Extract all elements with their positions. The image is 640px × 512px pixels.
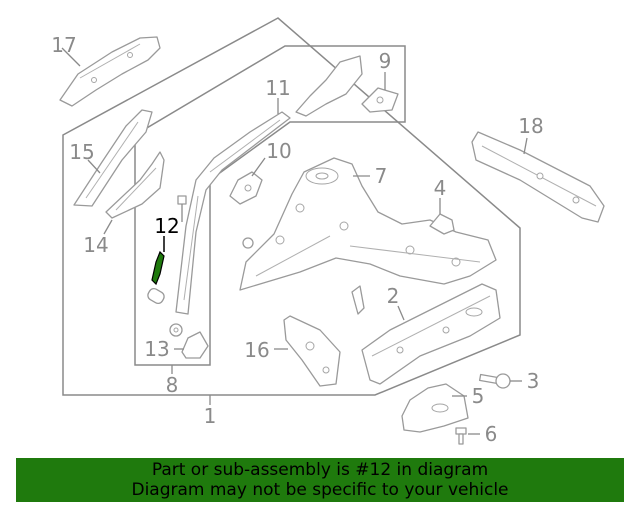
- callout-4: 4: [434, 176, 447, 200]
- assembly-1-boundary: [62, 17, 521, 396]
- callout-18-leader: [523, 137, 528, 155]
- callout-2-leader: [397, 305, 405, 321]
- callout-9: 9: [379, 49, 392, 73]
- callout-3: 3: [527, 369, 540, 393]
- part-3-bolt[interactable]: [478, 373, 511, 389]
- callout-5: 5: [472, 384, 485, 408]
- callout-14: 14: [83, 233, 108, 257]
- callout-10-leader: [251, 157, 266, 177]
- part-14-pillar-bracket[interactable]: [105, 151, 165, 219]
- callout-18: 18: [518, 114, 543, 138]
- callout-8: 8: [166, 373, 179, 397]
- info-banner: Part or sub-assembly is #12 in diagram D…: [16, 458, 624, 502]
- parts-diagram: 1 2 3 4 5 6 7 8 9 10 11 12 13 14 15 16 1…: [51, 17, 605, 446]
- part-bolt-small[interactable]: [177, 195, 187, 222]
- callout-10: 10: [266, 139, 291, 163]
- part-15-pillar-reinforcement[interactable]: [73, 109, 153, 207]
- part-11-apron-member[interactable]: [175, 111, 291, 315]
- callout-7: 7: [375, 164, 388, 188]
- callout-1: 1: [204, 404, 217, 428]
- part-16-bracket[interactable]: [283, 315, 341, 387]
- part-6-bolt[interactable]: [455, 427, 467, 445]
- callout-13: 13: [144, 337, 169, 361]
- part-plug-2[interactable]: [242, 237, 254, 249]
- banner-line-1: Part or sub-assembly is #12 in diagram: [151, 460, 489, 480]
- callout-17: 17: [51, 33, 76, 57]
- part-4-bracket[interactable]: [429, 213, 455, 235]
- assembly-8-boundary: [134, 45, 406, 366]
- callout-6: 6: [485, 422, 498, 446]
- callout-17-leader: [61, 47, 81, 67]
- callout-2: 2: [387, 284, 400, 308]
- part-9-bracket[interactable]: [295, 55, 399, 117]
- part-grommet[interactable]: [169, 323, 183, 337]
- part-2-frame-rail[interactable]: [361, 283, 501, 385]
- part-12-strip[interactable]: [151, 250, 165, 286]
- callout-14-leader: [103, 219, 113, 235]
- part-plug[interactable]: [146, 287, 166, 305]
- callout-15-leader: [87, 159, 101, 174]
- part-7-apron-panel[interactable]: [239, 157, 497, 291]
- part-10-bracket[interactable]: [229, 171, 263, 205]
- callout-11: 11: [265, 76, 290, 100]
- callout-15: 15: [69, 140, 94, 164]
- part-5-mount-bracket[interactable]: [401, 383, 469, 433]
- part-17-rail-extension[interactable]: [59, 36, 161, 107]
- part-bracket-small[interactable]: [351, 285, 365, 315]
- callout-16: 16: [244, 338, 269, 362]
- callout-12: 12: [154, 214, 179, 238]
- banner-line-2: Diagram may not be specific to your vehi…: [131, 480, 509, 500]
- part-13-bracket[interactable]: [181, 331, 209, 359]
- part-18-crossmember[interactable]: [471, 131, 605, 223]
